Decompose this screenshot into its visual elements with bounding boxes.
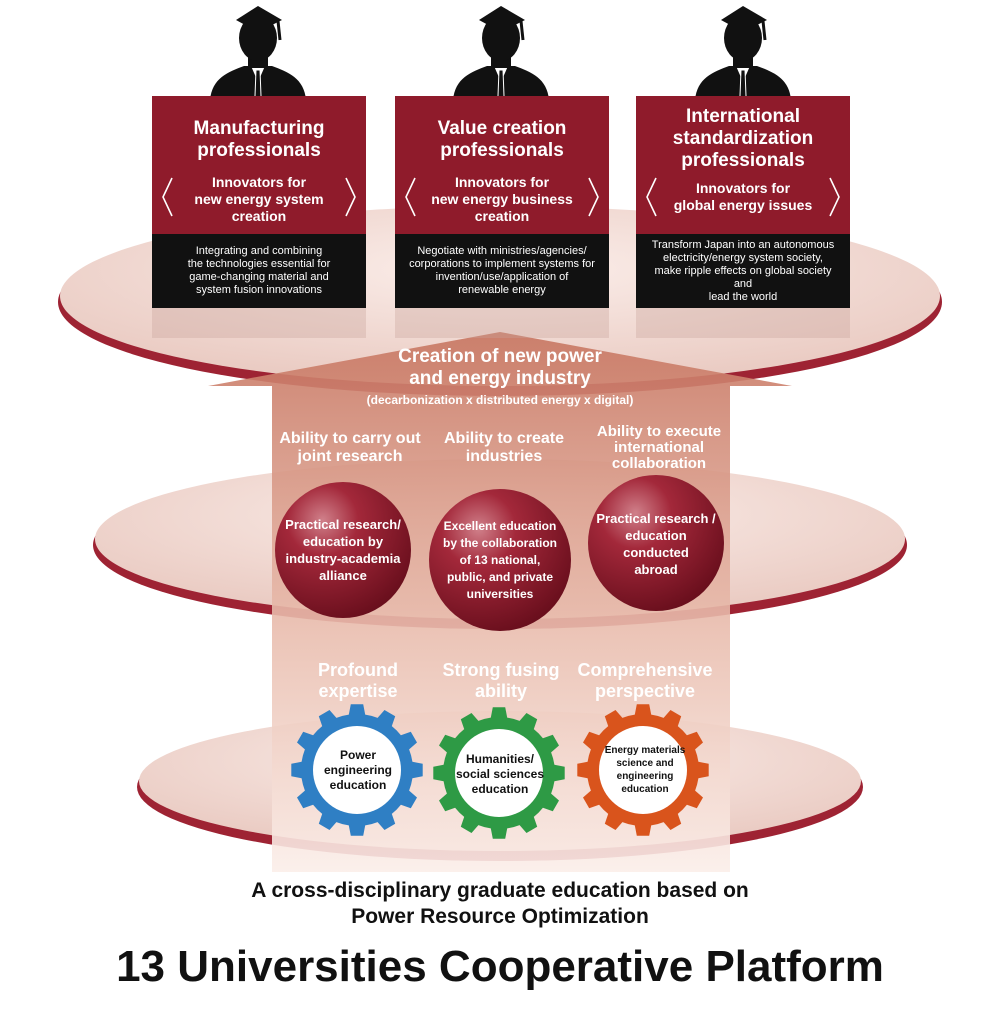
ability-international-collaboration: Ability to execute international collabo…	[596, 423, 722, 472]
gear-center	[599, 726, 687, 814]
platform-title: 13 Universities Cooperative Platform	[116, 942, 884, 991]
gear-energy-materials-icon	[577, 704, 709, 836]
card-title: Value creation professionals	[437, 118, 567, 161]
card-title: Manufacturing professionals	[193, 118, 325, 161]
ability-joint-research: Ability to carry out joint research	[279, 430, 421, 465]
gear-center	[313, 726, 401, 814]
international-standardization-professionals-card: International standardization profession…	[636, 96, 850, 234]
gear-power-engineering-icon	[291, 704, 423, 836]
quality-profound-expertise: Profound expertise	[318, 660, 398, 701]
card-subtitle: Innovators for new energy business creat…	[431, 174, 573, 224]
sphere-university-collaboration	[429, 489, 571, 631]
sphere-label: Practical research / education conducted…	[596, 511, 716, 577]
chevron-left-icon	[646, 177, 657, 217]
arrow-subtitle: (decarbonization x distributed energy x …	[366, 393, 634, 407]
chevron-left-icon	[405, 177, 416, 217]
value-creation-professionals-card: Value creation professionals Innovators …	[395, 96, 609, 234]
chevron-right-icon	[829, 177, 840, 217]
graduate-silhouette-icon	[695, 6, 791, 101]
quality-strong-fusing-ability: Strong fusing ability	[442, 660, 560, 701]
chevron-left-icon	[162, 177, 173, 217]
card-subtitle: Innovators for new energy system creatio…	[194, 174, 324, 224]
graduate-silhouette-icon	[453, 6, 549, 101]
card-subtitle: Innovators for global energy issues	[673, 180, 813, 213]
gear-label: Energy materials science and engineering…	[604, 745, 686, 795]
ability-create-industries: Ability to create industries	[443, 430, 565, 465]
arrow-title: Creation of new power and energy industr…	[398, 346, 602, 389]
chevron-right-icon	[588, 177, 599, 217]
gear-label: Humanities/ social sciences education	[455, 751, 545, 796]
value-creation-description: Negotiate with ministries/agencies/ corp…	[395, 234, 609, 308]
platform-subtitle: A cross-disciplinary graduate education …	[251, 879, 749, 928]
card-title: International standardization profession…	[672, 106, 814, 171]
gear-humanities-icon	[433, 707, 565, 839]
graduate-silhouette-icon	[210, 6, 306, 101]
quality-comprehensive-perspective: Comprehensive perspective	[577, 660, 713, 701]
sphere-label: Excellent education by the collaboration…	[442, 518, 557, 601]
box-reflection	[395, 308, 609, 338]
sphere-label: Practical research/ education by industr…	[285, 517, 401, 583]
chevron-right-icon	[345, 177, 356, 217]
box-reflection	[152, 308, 366, 338]
sphere-international	[588, 475, 724, 611]
gear-label: Power engineering education	[323, 747, 392, 792]
gear-center	[455, 729, 543, 817]
box-reflection	[636, 308, 850, 338]
manufacturing-description: Integrating and combining the technologi…	[152, 234, 366, 308]
international-description: Transform Japan into an autonomous elect…	[636, 234, 850, 308]
manufacturing-professionals-card: Manufacturing professionals Innovators f…	[152, 96, 366, 234]
sphere-joint-research	[275, 482, 411, 618]
